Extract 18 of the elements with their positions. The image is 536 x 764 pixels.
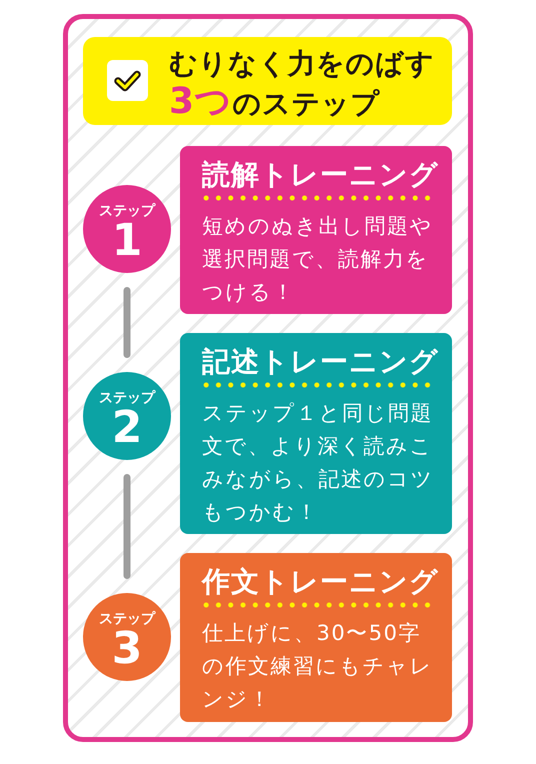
step-label: ステップ xyxy=(98,610,157,628)
step-box xyxy=(180,146,452,314)
step-heading: 記述トレーニング xyxy=(202,344,440,380)
step-description: 短めのぬき出し問題や選択問題で、読解力をつける！ xyxy=(202,213,434,306)
step-number: 3 xyxy=(112,625,142,673)
title: むりなく力をのばす3つのステップ xyxy=(169,46,436,123)
step-description: ステップ１と同じ問題文で、より深く読みこみながら、記述のコツもつかむ！ xyxy=(202,400,435,526)
step-heading: 読解トレーニング xyxy=(202,157,440,193)
step-label: ステップ xyxy=(98,389,157,407)
step-box xyxy=(180,553,452,722)
step-description: 仕上げに、30〜50字の作文練習にもチャレンジ！ xyxy=(202,620,434,713)
connector-line xyxy=(124,287,130,358)
step-number: 1 xyxy=(112,217,142,265)
step-label: ステップ xyxy=(98,202,157,220)
connector-line xyxy=(124,474,130,579)
step-box xyxy=(180,333,452,534)
step-heading: 作文トレーニング xyxy=(202,564,440,600)
step-number: 2 xyxy=(112,404,142,452)
